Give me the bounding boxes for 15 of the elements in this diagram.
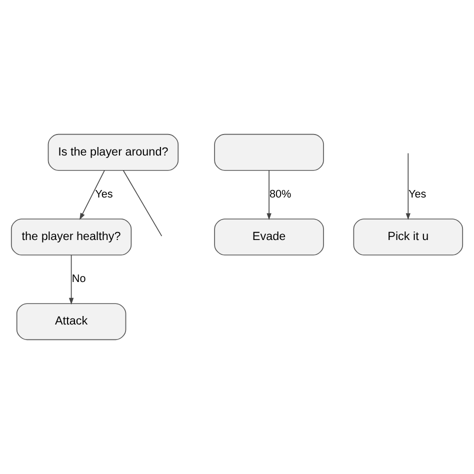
node-box: the player healthy?	[10, 218, 132, 256]
node-box: Pick it u	[353, 218, 464, 256]
edge-label: 80%	[269, 188, 292, 201]
arrow	[80, 170, 105, 220]
arrow	[266, 170, 272, 220]
edge-label: Yes	[95, 188, 113, 201]
arrow	[406, 152, 410, 220]
arrow	[68, 254, 74, 305]
edge-label: Yes	[408, 188, 426, 201]
node-box: Evade	[214, 218, 324, 256]
node-box: Attack	[16, 303, 126, 340]
node-box: Is the player around?	[48, 134, 179, 171]
node-box	[214, 134, 324, 171]
edge-label: No	[72, 273, 86, 286]
connector	[122, 170, 162, 236]
